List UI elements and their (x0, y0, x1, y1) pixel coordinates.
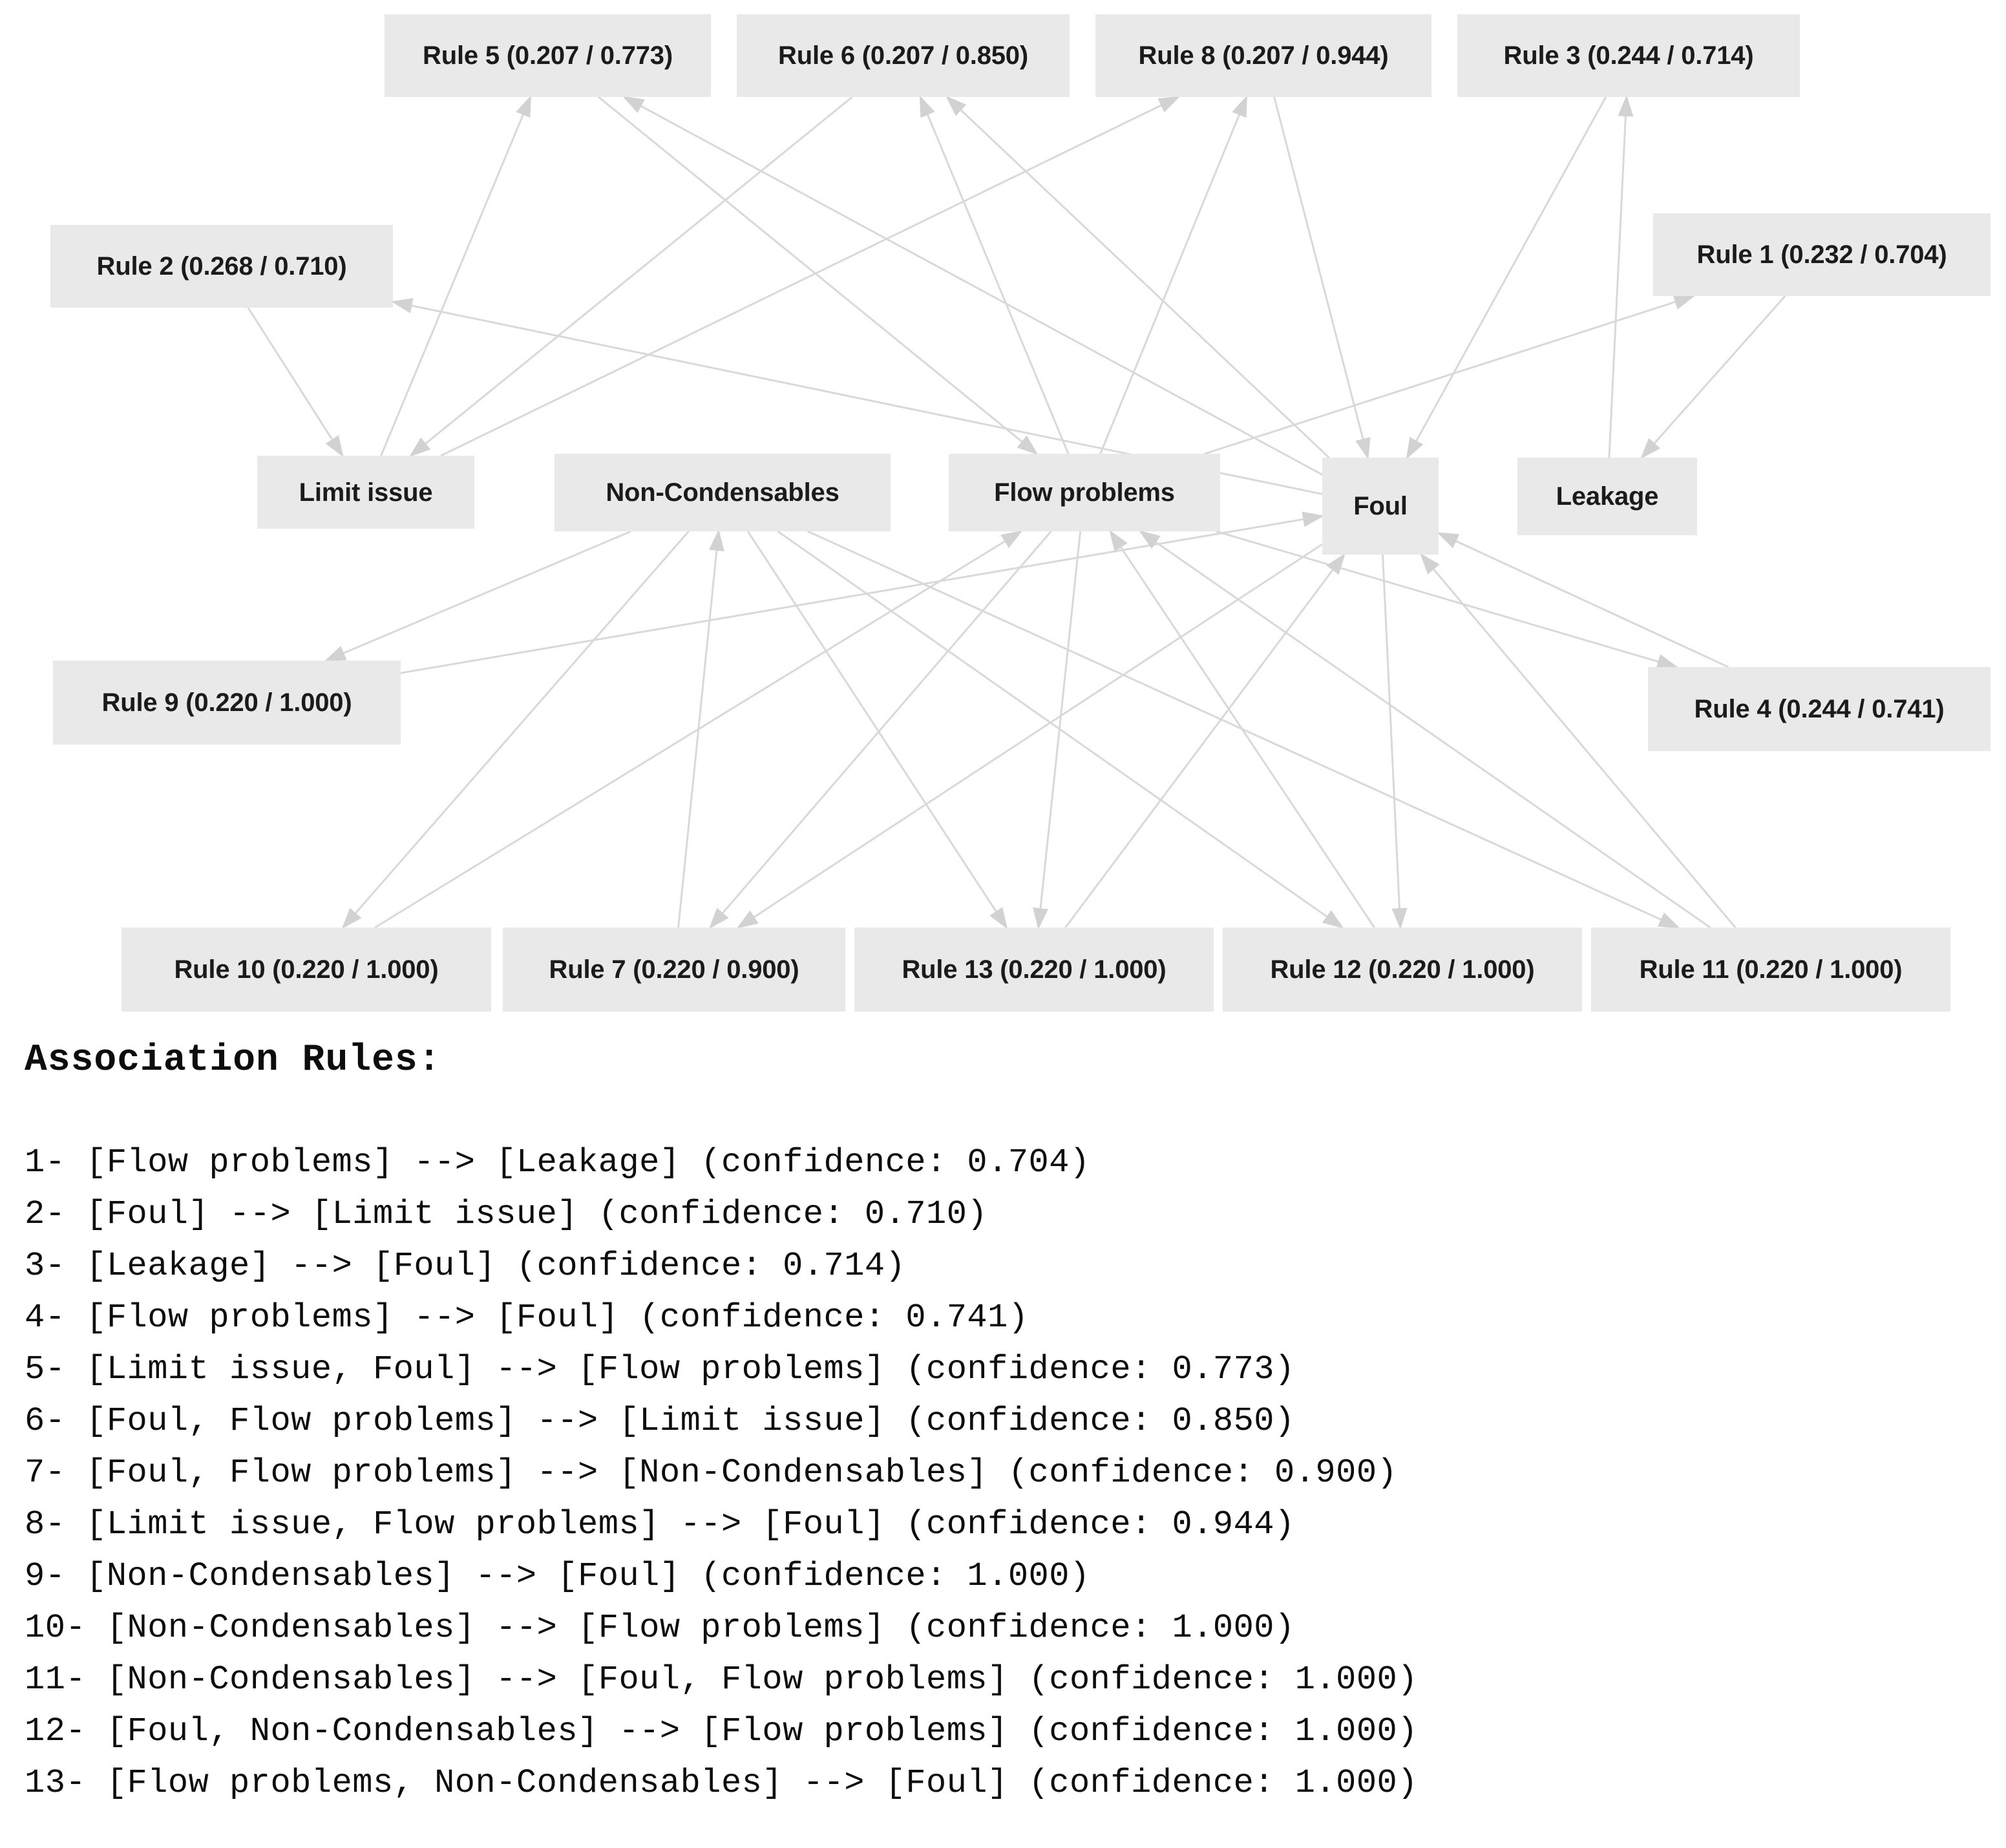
graph-node-rule6[interactable]: Rule 6 (0.207 / 0.850) (737, 14, 1070, 97)
graph-node-label: Rule 11 (0.220 / 1.000) (1639, 955, 1903, 984)
graph-edge-limit-to-rule8 (440, 96, 1181, 457)
graph-edge-leak-to-rule3 (1608, 95, 1634, 458)
graph-edge-noncond-to-rule9 (324, 530, 631, 662)
graph-node-rule7[interactable]: Rule 7 (0.220 / 0.900) (503, 928, 845, 1012)
graph-node-label: Non-Condensables (606, 478, 839, 507)
graph-edge-noncond-to-rule13 (746, 531, 1008, 929)
graph-edge-rule10-to-flow (374, 530, 1023, 929)
graph-node-rule5[interactable]: Rule 5 (0.207 / 0.773) (385, 14, 711, 97)
graph-node-rule12[interactable]: Rule 12 (0.220 / 1.000) (1223, 928, 1582, 1012)
graph-node-label: Rule 3 (0.244 / 0.714) (1503, 41, 1754, 70)
graph-node-label: Rule 5 (0.207 / 0.773) (423, 41, 673, 70)
graph-node-label: Rule 2 (0.268 / 0.710) (96, 252, 347, 281)
graph-node-rule11[interactable]: Rule 11 (0.220 / 1.000) (1591, 928, 1950, 1012)
graph-edge-rule5-to-flow (598, 96, 1039, 455)
rule-line: 6- [Foul, Flow problems] --> [Limit issu… (25, 1402, 1295, 1440)
rule-line: 9- [Non-Condensables] --> [Foul] (confid… (25, 1557, 1090, 1595)
association-rules-graph: Rule 5 (0.207 / 0.773) Rule 6 (0.207 / 0.… (50, 14, 1990, 1012)
graph-node-label: Rule 8 (0.207 / 0.944) (1138, 41, 1389, 70)
graph-edge-rule2-to-limit (247, 307, 344, 458)
rule-line: 4- [Flow problems] --> [Foul] (confidenc… (25, 1299, 1029, 1337)
graph-node-label: Limit issue (299, 478, 433, 507)
graph-edge-foul-to-rule12 (1382, 554, 1408, 929)
graph-node-rule8[interactable]: Rule 8 (0.207 / 0.944) (1095, 14, 1431, 97)
graph-node-limit[interactable]: Limit issue (257, 456, 474, 529)
graph-node-label: Rule 1 (0.232 / 0.704) (1696, 240, 1947, 269)
graph-node-label: Flow problems (994, 478, 1175, 507)
rule-line: 11- [Non-Condensables] --> [Foul, Flow p… (25, 1661, 1418, 1699)
graph-node-rule1[interactable]: Rule 1 (0.232 / 0.704) (1653, 213, 1990, 296)
rule-line: 8- [Limit issue, Flow problems] --> [Fou… (25, 1505, 1295, 1544)
rule-line: 13- [Flow problems, Non-Condensables] --… (25, 1764, 1418, 1802)
graph-node-rule13[interactable]: Rule 13 (0.220 / 1.000) (854, 928, 1214, 1012)
graph-node-flow[interactable]: Flow problems (949, 454, 1220, 531)
graph-node-rule2[interactable]: Rule 2 (0.268 / 0.710) (50, 225, 393, 308)
graph-edge-rule6-to-limit (409, 96, 853, 457)
graph-edge-foul-to-rule5 (622, 96, 1323, 476)
graph-node-rule9[interactable]: Rule 9 (0.220 / 1.000) (53, 661, 401, 745)
rule-line: 3- [Leakage] --> [Foul] (confidence: 0.7… (25, 1247, 906, 1285)
graph-node-noncond[interactable]: Non-Condensables (554, 454, 891, 531)
graph-node-label: Rule 10 (0.220 / 1.000) (174, 955, 439, 984)
graph-node-label: Rule 9 (0.220 / 1.000) (101, 688, 352, 717)
graph-edge-rule7-to-noncond (677, 529, 724, 928)
graph-node-label: Foul (1353, 492, 1408, 520)
association-rules-listing: Association Rules: 1- [Flow problems] --… (25, 1039, 1989, 1809)
graph-edge-flow-to-rule4 (1216, 530, 1679, 670)
graph-node-label: Rule 13 (0.220 / 1.000) (902, 955, 1167, 984)
rule-line: 2- [Foul] --> [Limit issue] (confidence:… (25, 1195, 988, 1233)
rule-line: 1- [Flow problems] --> [Leakage] (confid… (25, 1143, 1090, 1182)
graph-edge-foul-to-rule6 (945, 95, 1330, 459)
graph-edge-rule4-to-foul (1437, 532, 1729, 668)
graph-node-leak[interactable]: Leakage (1517, 458, 1697, 535)
graph-node-label: Rule 4 (0.244 / 0.741) (1694, 695, 1945, 723)
graph-edge-noncond-to-rule12 (777, 530, 1344, 929)
graph-edge-rule9-to-foul (400, 511, 1324, 674)
graph-edge-rule12-to-flow (1109, 529, 1375, 928)
graph-edge-rule11-to-flow (1138, 530, 1711, 929)
graph-node-foul[interactable]: Foul (1322, 458, 1439, 555)
graph-edge-foul-to-rule7 (736, 543, 1323, 929)
graph-node-label: Rule 12 (0.220 / 1.000) (1270, 955, 1535, 984)
rule-line: 12- [Foul, Non-Condensables] --> [Flow p… (25, 1712, 1418, 1750)
graph-edge-noncond-to-rule11 (807, 530, 1680, 929)
graph-node-label: Rule 7 (0.220 / 0.900) (549, 955, 799, 984)
graph-edge-rule3-to-foul (1406, 96, 1607, 460)
graph-edge-flow-to-rule13 (1033, 531, 1082, 929)
graph-edge-flow-to-rule8 (1099, 95, 1248, 454)
rule-line: 10- [Non-Condensables] --> [Flow problem… (25, 1609, 1295, 1647)
rule-line: 5- [Limit issue, Foul] --> [Flow problem… (25, 1350, 1295, 1388)
graph-node-rule3[interactable]: Rule 3 (0.244 / 0.714) (1457, 14, 1800, 97)
graph-edge-flow-to-rule1 (1204, 294, 1696, 455)
graph-node-rule10[interactable]: Rule 10 (0.220 / 1.000) (121, 928, 491, 1012)
graph-edge-limit-to-rule5 (380, 95, 532, 456)
graph-edge-rule1-to-leak (1640, 295, 1786, 460)
graph-edge-flow-to-rule6 (919, 95, 1070, 454)
graph-edge-flow-to-rule7 (708, 531, 1052, 929)
rule-line: 7- [Foul, Flow problems] --> [Non-Conden… (25, 1454, 1398, 1492)
graph-node-label: Leakage (1556, 482, 1659, 511)
graph-node-rule4[interactable]: Rule 4 (0.244 / 0.741) (1648, 667, 1990, 751)
listing-title: Association Rules: (25, 1039, 441, 1081)
graph-edge-rule13-to-foul (1064, 553, 1346, 928)
listing-lines: 1- [Flow problems] --> [Leakage] (confid… (25, 1137, 1989, 1809)
graph-node-label: Rule 6 (0.207 / 0.850) (778, 41, 1028, 70)
graph-edge-rule8-to-foul (1273, 96, 1371, 460)
